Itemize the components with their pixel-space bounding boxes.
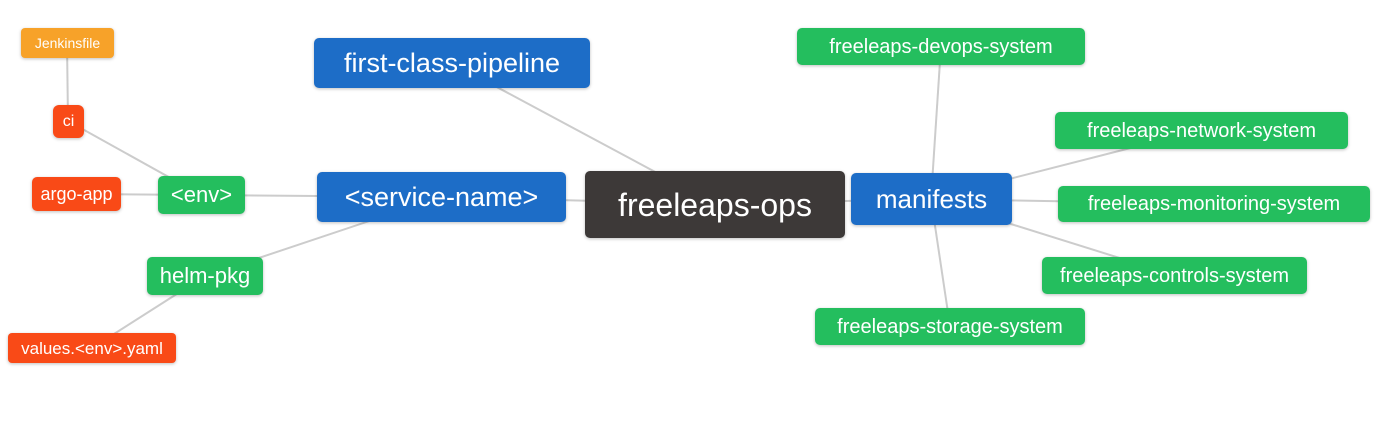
node-helm-pkg[interactable]: helm-pkg: [147, 257, 263, 295]
node-service-name[interactable]: <service-name>: [317, 172, 566, 222]
node-freeleaps-controls-system[interactable]: freeleaps-controls-system: [1042, 257, 1307, 294]
node-values-env-yaml[interactable]: values.<env>.yaml: [8, 333, 176, 363]
node-freeleaps-network-system[interactable]: freeleaps-network-system: [1055, 112, 1348, 149]
node-freeleaps-devops-system[interactable]: freeleaps-devops-system: [797, 28, 1085, 65]
node-ci[interactable]: ci: [53, 105, 84, 138]
node-first-class-pipeline[interactable]: first-class-pipeline: [314, 38, 590, 88]
node-manifests[interactable]: manifests: [851, 173, 1012, 225]
node-env[interactable]: <env>: [158, 176, 245, 214]
node-jenkinsfile[interactable]: Jenkinsfile: [21, 28, 114, 58]
node-freeleaps-monitoring-system[interactable]: freeleaps-monitoring-system: [1058, 186, 1370, 222]
node-argo-app[interactable]: argo-app: [32, 177, 121, 211]
node-freeleaps-storage-system[interactable]: freeleaps-storage-system: [815, 308, 1085, 345]
node-freeleaps-ops-root[interactable]: freeleaps-ops: [585, 171, 845, 238]
